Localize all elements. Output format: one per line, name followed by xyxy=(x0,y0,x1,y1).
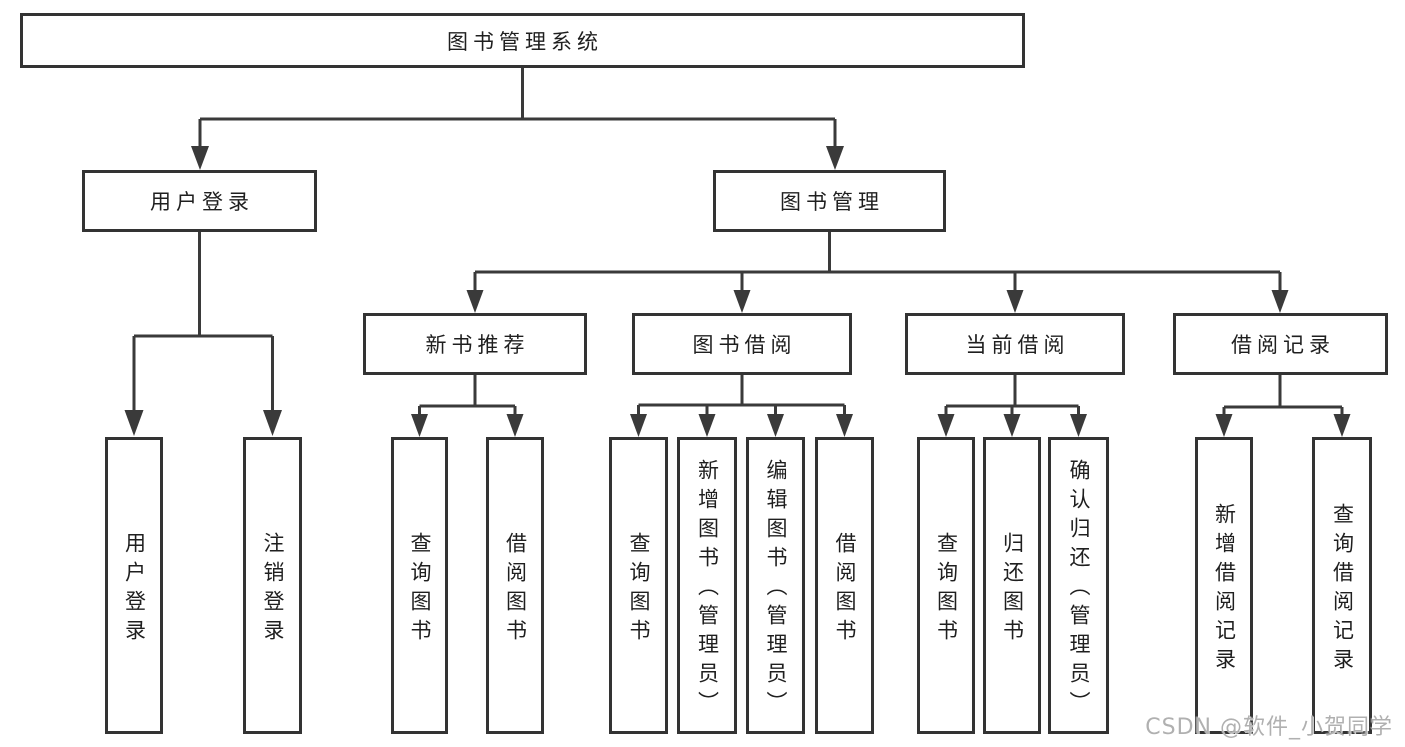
connector-book-management-to-level3 xyxy=(466,232,1289,313)
leaf-borrow-books: 借阅图书 xyxy=(815,437,874,734)
leaf-label: 查询借阅记录 xyxy=(1330,502,1355,677)
csdn-watermark: CSDN @软件_小贺同学 xyxy=(1145,715,1393,740)
leaf-query-borrowing-record: 查询借阅记录 xyxy=(1312,437,1372,734)
node-library-management-system: 图书管理系统 xyxy=(20,13,1025,68)
leaf-label: 注销登录 xyxy=(261,531,285,648)
node-label: 用户登录 xyxy=(150,190,254,214)
leaf-label: 新增图书（管理员） xyxy=(695,459,720,720)
leaf-query-books: 查询图书 xyxy=(917,437,975,734)
leaf-label: 借阅图书 xyxy=(833,531,857,648)
node-label: 借阅记录 xyxy=(1231,333,1335,357)
node-label: 图书借阅 xyxy=(692,333,797,357)
leaf-label: 借阅图书 xyxy=(503,531,528,648)
leaf-user-login: 用户登录 xyxy=(105,437,163,734)
node-book-management: 图书管理 xyxy=(713,170,946,232)
connector-new-book-recommendation-to-leaves xyxy=(411,375,524,437)
node-book-borrowing: 图书借阅 xyxy=(632,313,852,375)
leaf-return-books: 归还图书 xyxy=(983,437,1041,734)
leaf-label: 归还图书 xyxy=(1000,531,1025,648)
leaf-label: 编辑图书（管理员） xyxy=(764,459,788,720)
connector-book-borrowing-to-leaves xyxy=(630,375,853,437)
node-label: 当前借阅 xyxy=(965,333,1070,357)
leaf-add-borrowing-record: 新增借阅记录 xyxy=(1195,437,1253,734)
leaf-query-books: 查询图书 xyxy=(609,437,668,734)
leaf-label: 确认归还（管理员） xyxy=(1067,459,1091,720)
leaf-borrow-books: 借阅图书 xyxy=(486,437,544,734)
node-current-borrowing: 当前借阅 xyxy=(905,313,1125,375)
leaf-edit-books-admin: 编辑图书（管理员） xyxy=(746,437,805,734)
node-label: 图书管理系统 xyxy=(447,29,603,54)
node-new-book-recommendation: 新书推荐 xyxy=(363,313,587,375)
leaf-label: 查询图书 xyxy=(934,531,959,648)
connector-user-login-to-leaves xyxy=(124,232,282,436)
node-borrowing-records: 借阅记录 xyxy=(1173,313,1388,375)
leaf-label: 用户登录 xyxy=(122,531,147,648)
leaf-label: 查询图书 xyxy=(408,531,432,648)
leaf-query-books: 查询图书 xyxy=(391,437,448,734)
connector-borrowing-records-to-leaves xyxy=(1215,375,1351,437)
leaf-add-books-admin: 新增图书（管理员） xyxy=(677,437,737,734)
node-label: 新书推荐 xyxy=(425,333,530,357)
leaf-label: 新增借阅记录 xyxy=(1212,502,1237,677)
node-user-login: 用户登录 xyxy=(82,170,317,232)
connector-root-to-level2 xyxy=(191,68,844,170)
leaf-label: 查询图书 xyxy=(627,531,651,648)
leaf-confirm-return-admin: 确认归还（管理员） xyxy=(1048,437,1109,734)
connector-current-borrowing-to-leaves xyxy=(937,375,1087,437)
node-label: 图书管理 xyxy=(780,190,884,214)
leaf-logout: 注销登录 xyxy=(243,437,302,734)
